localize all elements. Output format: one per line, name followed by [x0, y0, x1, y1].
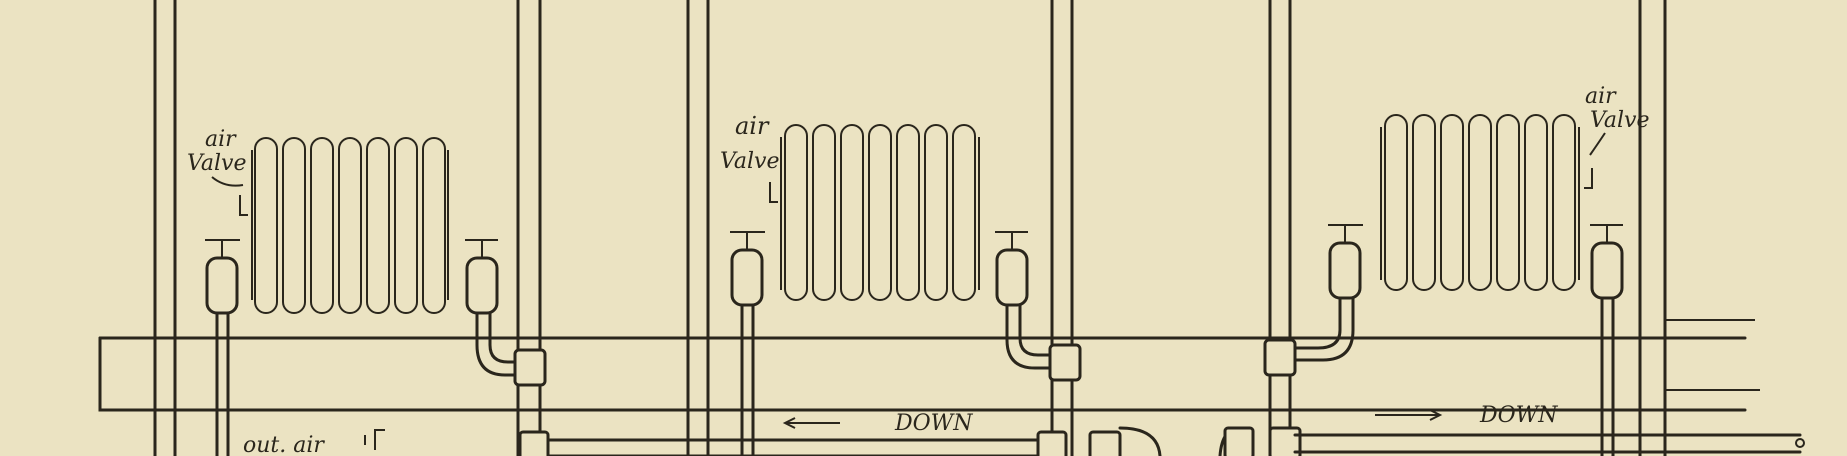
- radiator-2-air-valve-label-2: Valve: [720, 149, 779, 174]
- radiator-3-air-valve-label-2: Valve: [1590, 108, 1649, 133]
- radiator-1-air-valve-label-1: air: [205, 127, 237, 152]
- outlet-air-vent: [364, 429, 385, 450]
- flow-label-right: DOWN: [1479, 403, 1558, 428]
- flow-label-left: DOWN: [894, 411, 973, 436]
- radiator-2-sections: [780, 124, 980, 301]
- radiator-1-outlet-valve: [465, 239, 547, 387]
- flow-indicator-left: DOWN: [782, 411, 973, 436]
- radiator-1-air-valve: [239, 195, 248, 216]
- radiator-3-inlet-valve: [1263, 224, 1363, 377]
- radiator-2-outlet-valve: [995, 231, 1082, 382]
- radiator-1-air-valve-label-2: Valve: [187, 151, 246, 176]
- return-main-right: [1218, 426, 1805, 456]
- return-main-left: [518, 426, 1162, 456]
- radiator-1-sections: [251, 137, 449, 314]
- radiator-2-inlet-valve: [730, 231, 765, 456]
- radiator-1-inlet-valve: [205, 239, 240, 456]
- radiator-2: air Valve: [720, 112, 1082, 456]
- radiator-3-air-valve-label-1: air: [1585, 84, 1617, 109]
- vertical-risers: [153, 0, 1667, 456]
- radiator-3: air Valve: [1263, 84, 1649, 456]
- radiator-2-air-valve-label-1: air: [735, 112, 770, 140]
- radiator-1: air Valve: [187, 127, 547, 456]
- radiator-2-air-valve: [769, 182, 778, 203]
- radiator-3-air-valve: [1584, 168, 1593, 189]
- floor-beam: [98, 319, 1760, 412]
- radiator-1-air-valve-arrow: [211, 176, 244, 187]
- outlet-air-label: out. air: [243, 433, 325, 456]
- radiator-3-outlet-valve: [1590, 224, 1624, 456]
- radiator-3-sections: [1380, 114, 1580, 291]
- flow-indicator-right: DOWN: [1375, 403, 1558, 428]
- radiator-3-air-valve-arrow: [1589, 132, 1606, 156]
